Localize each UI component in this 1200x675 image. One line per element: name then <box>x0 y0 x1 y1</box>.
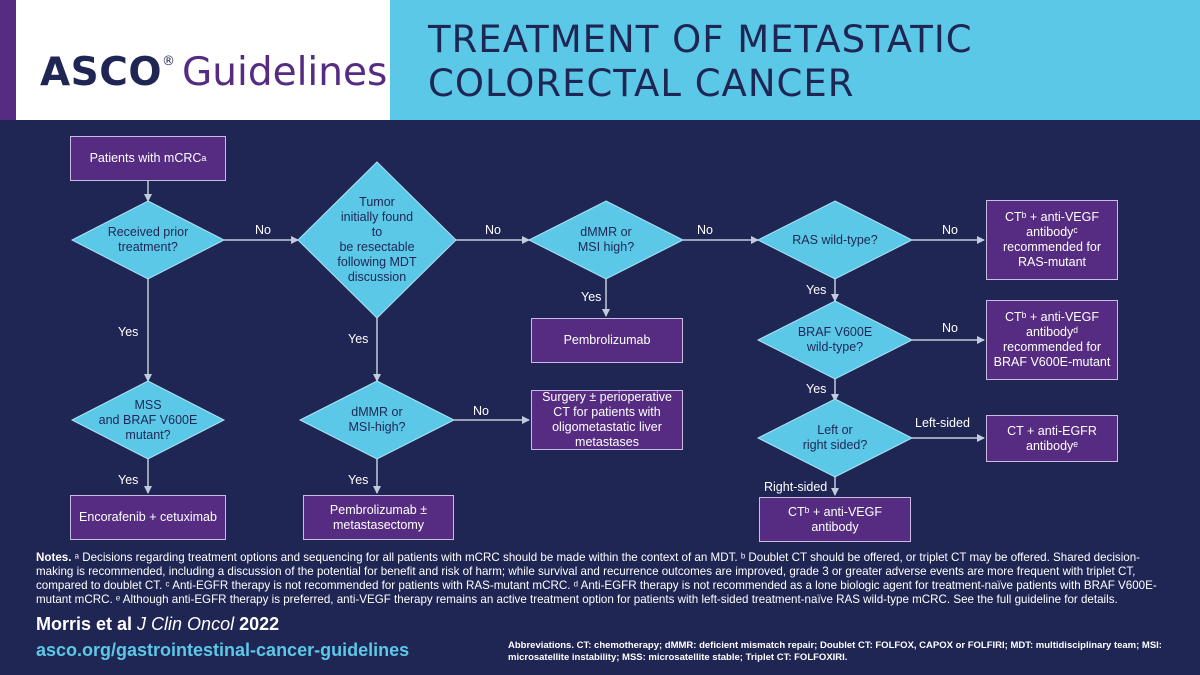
logo-registered-mark: ® <box>162 54 176 69</box>
edge-label-right-sided: Right-sided <box>764 480 828 494</box>
edge-label-no: No <box>255 223 271 237</box>
edge-label-left-sided: Left-sided <box>915 416 970 430</box>
edge-label-no: No <box>942 321 958 335</box>
decision-tumor-resectable: Tumor initially found to be resectable f… <box>337 195 417 284</box>
edge-label-no: No <box>485 223 501 237</box>
citation-authors: Morris et al <box>36 614 133 634</box>
abbreviations: Abbreviations. CT: chemotherapy; dMMR: d… <box>508 640 1162 663</box>
edge-label-no: No <box>473 404 489 418</box>
decision-mss-braf: MSS and BRAF V600E mutant? <box>98 397 198 442</box>
edge-label-yes: Yes <box>806 382 827 396</box>
node-patients-footnote: a <box>201 153 207 163</box>
header-left-bar <box>0 0 16 120</box>
edge-label-no: No <box>942 223 958 237</box>
title-panel <box>390 0 1200 120</box>
edge-label-yes: Yes <box>118 473 139 487</box>
diamond-shape-dmmr-resect <box>298 380 456 460</box>
page-title: TREATMENT OF METASTATIC COLORECTAL CANCE… <box>428 18 1188 106</box>
node-pembrolizumab-metastasectomy: Pembrolizumab ± metastasectomy <box>303 495 454 540</box>
header-banner: ASCO® Guidelines TREATMENT OF METASTATIC … <box>0 0 1200 120</box>
decision-ras-wild-type: RAS wild-type? <box>792 232 878 247</box>
node-patients-text: Patients with mCRC <box>89 151 202 165</box>
node-pembrolizumab: Pembrolizumab <box>531 318 683 363</box>
edge-label-yes: Yes <box>348 332 369 346</box>
node-encorafenib-cetuximab: Encorafenib + cetuximab <box>70 495 226 540</box>
diamond-shape-mss <box>70 380 226 460</box>
asco-guidelines-logo: ASCO® Guidelines <box>40 38 387 97</box>
node-left-sided-treatment: CT + anti-EGFR antibodyᵉ <box>986 415 1118 462</box>
footnotes-text: ᵃ Decisions regarding treatment options … <box>36 551 1157 606</box>
diamond-shape-braf <box>756 300 914 380</box>
footnotes-heading: Notes. <box>36 551 72 564</box>
diamond-shape-side <box>756 398 914 478</box>
page-title-line-2: COLORECTAL CANCER <box>428 62 855 105</box>
decision-left-right-sided: Left or right sided? <box>802 423 868 452</box>
node-right-sided-treatment: CTᵇ + anti-VEGF antibody <box>759 497 911 542</box>
logo-guidelines: Guidelines <box>182 50 388 95</box>
decision-dmmr-msi-high-resectable: dMMR or MSI-high? <box>348 405 406 434</box>
diamond-shape-msi <box>527 200 685 280</box>
citation-year: 2022 <box>239 614 280 634</box>
footnotes: Notes. ᵃ Decisions regarding treatment o… <box>36 551 1161 607</box>
guidelines-link[interactable]: asco.org/gastrointestinal-cancer-guideli… <box>36 640 410 660</box>
edge-label-no: No <box>697 223 713 237</box>
diamond-shape-ras <box>756 200 914 280</box>
edge-label-yes: Yes <box>806 283 827 297</box>
citation: Morris et al J Clin Oncol 2022 <box>36 614 279 635</box>
edge-label-yes: Yes <box>348 473 369 487</box>
decision-dmmr-msi-high: dMMR or MSI high? <box>577 225 635 254</box>
edge-label-yes: Yes <box>581 290 602 304</box>
node-ras-mutant-treatment: CTᵇ + anti-VEGF antibodyᶜ recommended fo… <box>986 200 1118 280</box>
node-braf-mutant-treatment: CTᵇ + anti-VEGF antibodyᵈ recommended fo… <box>986 300 1118 380</box>
edge-label-yes: Yes <box>118 325 139 339</box>
citation-journal: J Clin Oncol <box>137 614 235 634</box>
diamond-shape-prior <box>70 200 226 280</box>
decision-braf-wild-type: BRAF V600E wild-type? <box>797 325 873 354</box>
logo-panel <box>16 0 390 120</box>
page-title-line-1: TREATMENT OF METASTATIC <box>428 18 973 61</box>
logo-asco: ASCO <box>40 50 163 95</box>
diamond-shape-resectable <box>297 161 457 319</box>
decision-prior-treatment: Received prior treatment? <box>107 225 189 254</box>
node-surgery: Surgery ± perioperative CT for patients … <box>531 390 683 450</box>
